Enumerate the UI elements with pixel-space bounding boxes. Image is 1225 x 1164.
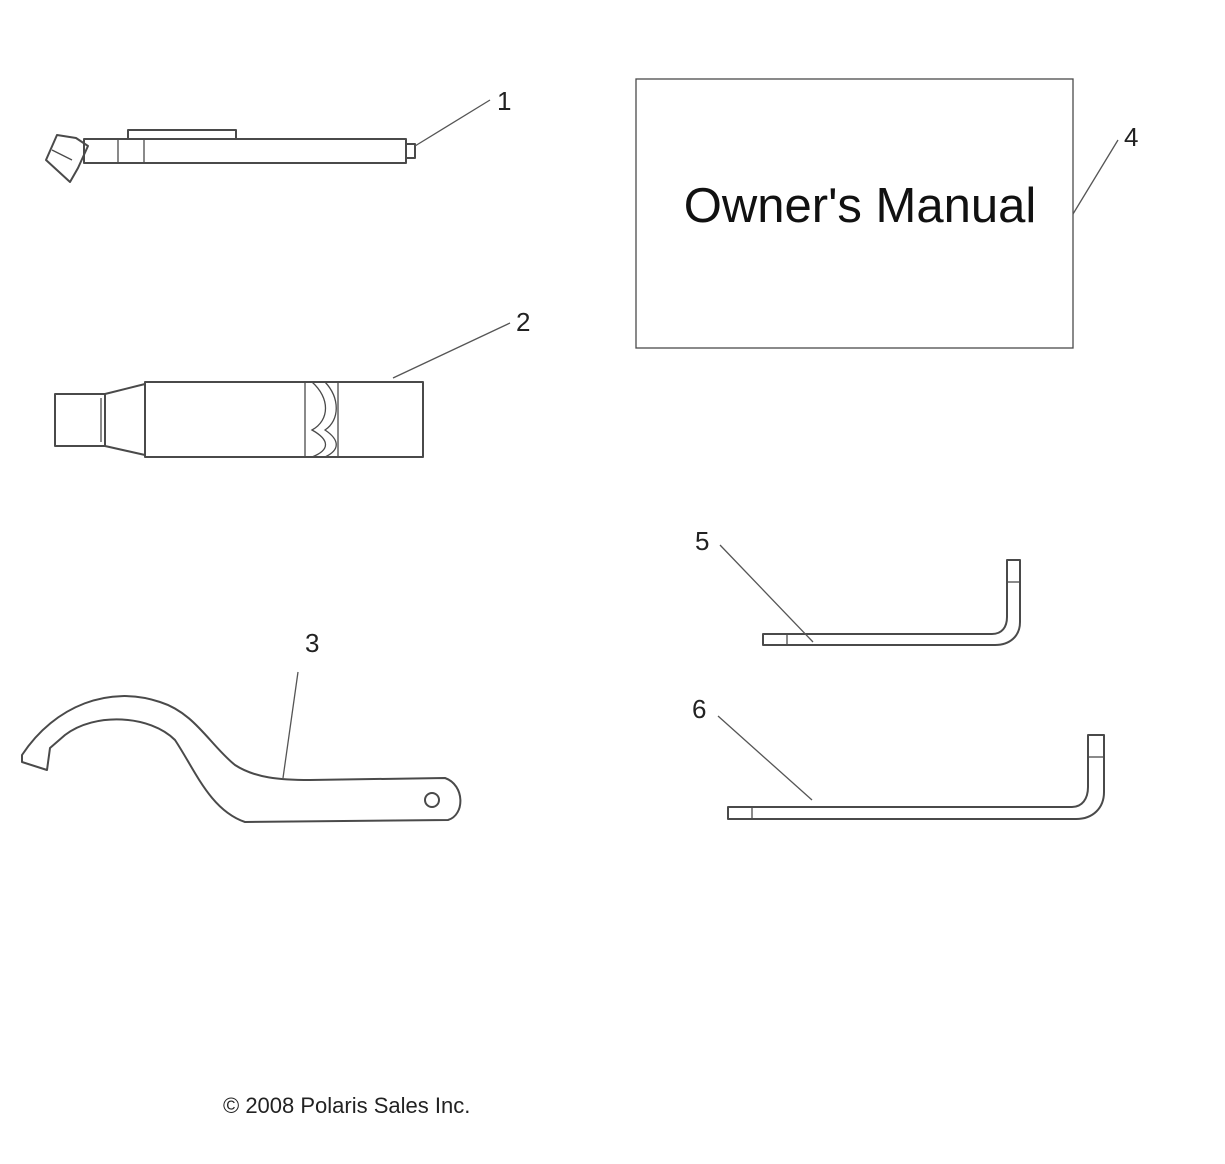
leader-line-2 [392,322,511,379]
leader-line-6 [717,715,813,801]
hex-key-long-icon [727,734,1105,820]
copyright-text: © 2008 Polaris Sales Inc. [223,1093,470,1118]
owners-manual-icon: Owner's Manual [635,78,1074,349]
leader-line-5 [719,544,814,643]
tire-pressure-gauge-icon [45,129,416,183]
leader-line-1 [414,99,491,147]
leader-line-3 [282,671,299,779]
callout-4: 4 [1124,122,1138,152]
callout-1: 1 [497,86,511,116]
hex-key-short-icon [762,559,1021,646]
spark-plug-socket-icon [54,381,424,458]
manual-title: Owner's Manual [684,179,1037,233]
spanner-wrench-icon [21,695,462,823]
callout-5: 5 [695,526,709,556]
leader-line-4 [1072,139,1119,215]
callout-3: 3 [305,628,319,658]
callout-2: 2 [516,307,530,337]
callout-6: 6 [692,694,706,724]
